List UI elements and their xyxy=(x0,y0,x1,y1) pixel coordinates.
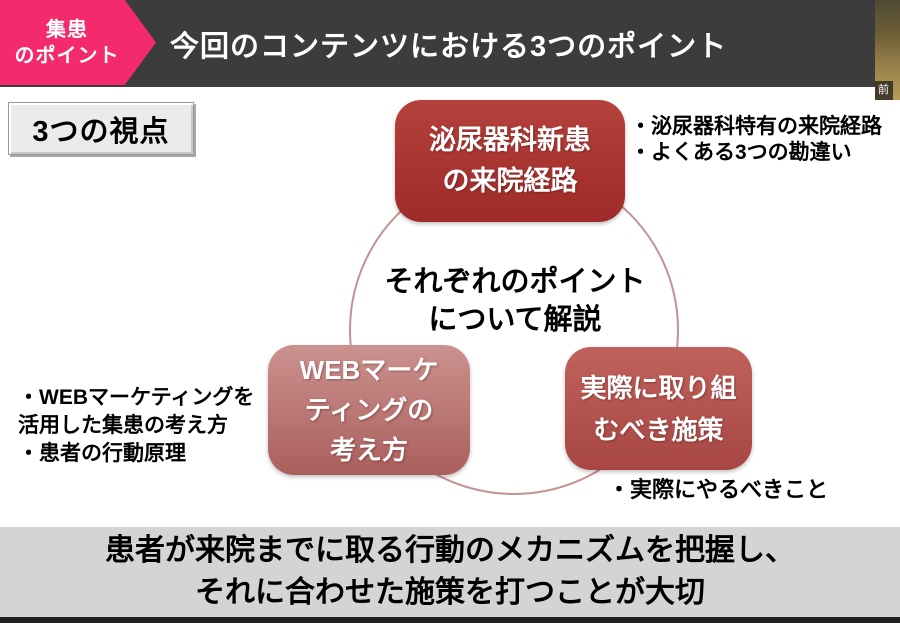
node-bl-line-1: WEBマーケ xyxy=(299,355,439,385)
node-br-line-1: 実際に取り組 xyxy=(580,372,737,403)
annotation-right: ・泌尿器科特有の来院経路 ・よくある3つの勘違い xyxy=(630,114,882,166)
diagram-center-caption: それぞれのポイント について解説 xyxy=(350,263,680,339)
annotation-right-line-2: ・よくある3つの勘違い xyxy=(630,141,852,164)
header-badge-ribbon: 集患 のポイント xyxy=(0,0,156,85)
footer-takeaway-bar: 患者が来院までに取る行動のメカニズムを把握し、 それに合わせた施策を打つことが大… xyxy=(0,527,900,617)
node-br-line-2: むべき施策 xyxy=(593,414,724,445)
annotation-right-line-1: ・泌尿器科特有の来院経路 xyxy=(630,115,882,138)
center-caption-line-1: それぞれのポイント xyxy=(384,266,646,298)
node-bl-line-3: 考え方 xyxy=(329,435,408,465)
diagram-node-web-marketing: WEBマーケ ティングの 考え方 xyxy=(268,345,470,475)
annotation-left-line-1: ・WEBマーケティングを xyxy=(18,386,255,409)
badge-line-1: 集患 xyxy=(46,18,88,41)
annotation-bottom: ・実際にやるべきこと xyxy=(608,477,829,502)
diagram-node-actions: 実際に取り組 むべき施策 xyxy=(565,347,752,470)
node-bl-line-2: ティングの xyxy=(304,395,434,425)
participant-video-thumbnail: 前 xyxy=(875,0,900,100)
footer-line-2: それに合わせた施策を打つことが大切 xyxy=(195,576,705,609)
participant-name-label: 前 xyxy=(875,81,893,100)
badge-line-2: のポイント xyxy=(14,44,120,67)
bottom-edge-strip xyxy=(0,617,900,623)
annotation-left-line-2: 活用した集患の考え方 xyxy=(18,414,228,437)
annotation-left: ・WEBマーケティングを 活用した集患の考え方 ・患者の行動原理 xyxy=(18,384,254,468)
annotation-left-line-3: ・患者の行動原理 xyxy=(18,442,186,465)
section-label-text: 3つの視点 xyxy=(32,115,170,148)
section-label-box: 3つの視点 xyxy=(8,102,194,155)
footer-line-1: 患者が来院までに取る行動のメカニズムを把握し、 xyxy=(105,534,795,567)
diagram-node-patient-routes: 泌尿器科新患 の来院経路 xyxy=(395,100,625,222)
node-top-line-1: 泌尿器科新患 xyxy=(429,125,591,155)
node-top-line-2: の来院経路 xyxy=(442,166,578,196)
center-caption-line-2: について解説 xyxy=(428,304,602,336)
page-title: 今回のコンテンツにおける3つのポイント xyxy=(170,30,728,63)
